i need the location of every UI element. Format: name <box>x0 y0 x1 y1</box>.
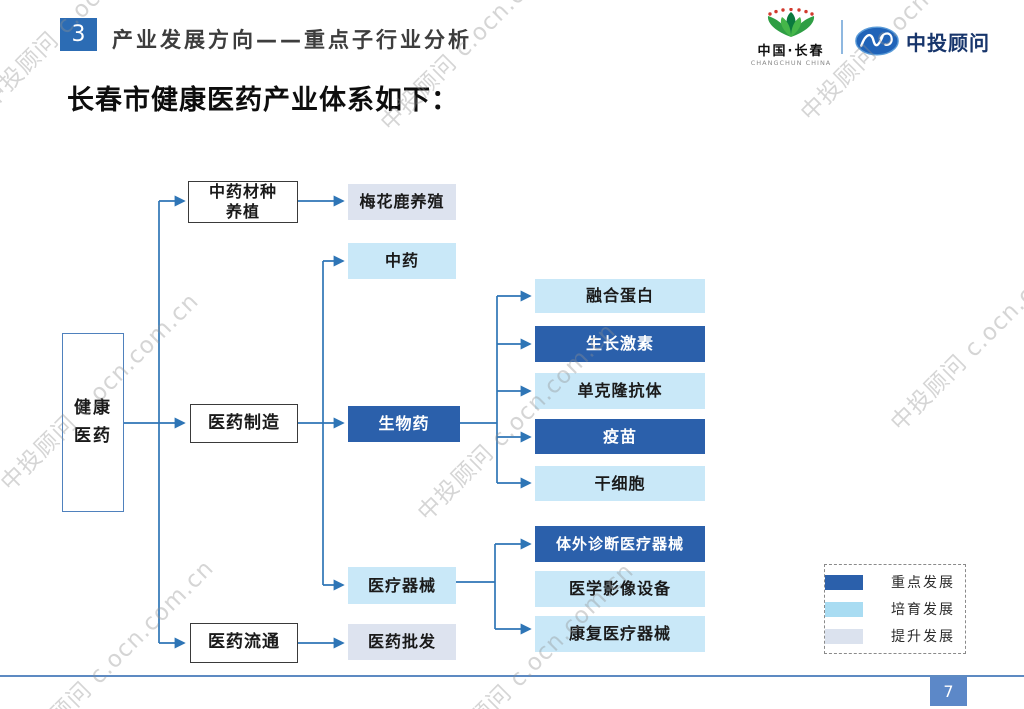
ocn-globe-icon <box>855 26 899 56</box>
node-ivd-devices: 体外诊断医疗器械 <box>535 526 705 562</box>
node-root-health-pharma: 健康 医药 <box>62 333 124 512</box>
node-growth-hormone: 生长激素 <box>535 326 705 362</box>
node-pharma-distribution: 医药流通 <box>190 623 298 663</box>
node-monoclonal-antibody: 单克隆抗体 <box>535 373 705 409</box>
legend-label: 提升发展 <box>891 629 955 645</box>
legend-label: 培育发展 <box>891 602 955 618</box>
legend: 重点发展 培育发展 提升发展 <box>824 564 966 654</box>
legend-label: 重点发展 <box>891 575 955 591</box>
node-fusion-protein: 融合蛋白 <box>535 279 705 313</box>
legend-row-cultivate: 培育发展 <box>825 599 965 619</box>
changchun-logo-name: 中国·长春 <box>757 44 825 59</box>
page-title: 长春市健康医药产业体系如下： <box>67 85 459 116</box>
slide-header-title: 产业发展方向——重点子行业分析 <box>112 28 472 52</box>
legend-swatch-key-development <box>825 574 863 590</box>
legend-swatch-cultivate-development <box>825 601 863 617</box>
node-pharma-manufacturing: 医药制造 <box>190 404 298 443</box>
legend-row-key: 重点发展 <box>825 572 965 592</box>
changchun-logo-subtitle: CHANGCHUN CHINA <box>750 59 832 67</box>
legend-swatch-improve-development <box>825 628 863 644</box>
node-vaccine: 疫苗 <box>535 419 705 454</box>
changchun-tree-icon <box>767 7 815 37</box>
logo-divider <box>841 20 843 54</box>
changchun-logo: 中国·长春 CHANGCHUN CHINA <box>748 7 834 67</box>
page-number-badge: 7 <box>930 677 967 706</box>
node-pharma-wholesale: 医药批发 <box>348 624 456 660</box>
node-rehab-devices: 康复医疗器械 <box>535 616 705 652</box>
node-tcm-planting: 中药材种 养植 <box>188 181 298 223</box>
footer-divider-line <box>0 675 1024 677</box>
node-medical-imaging: 医学影像设备 <box>535 571 705 607</box>
ocn-logo-name: 中投顾问 <box>906 30 990 55</box>
node-stem-cell: 干细胞 <box>535 466 705 501</box>
node-medical-devices: 医疗器械 <box>348 567 456 604</box>
node-biopharma: 生物药 <box>348 406 460 442</box>
node-tcm: 中药 <box>348 243 456 279</box>
section-number-badge: 3 <box>60 18 97 51</box>
legend-row-improve: 提升发展 <box>825 626 965 646</box>
node-sika-deer-breeding: 梅花鹿养殖 <box>348 184 456 220</box>
ocn-logo: 中投顾问 <box>854 24 990 58</box>
